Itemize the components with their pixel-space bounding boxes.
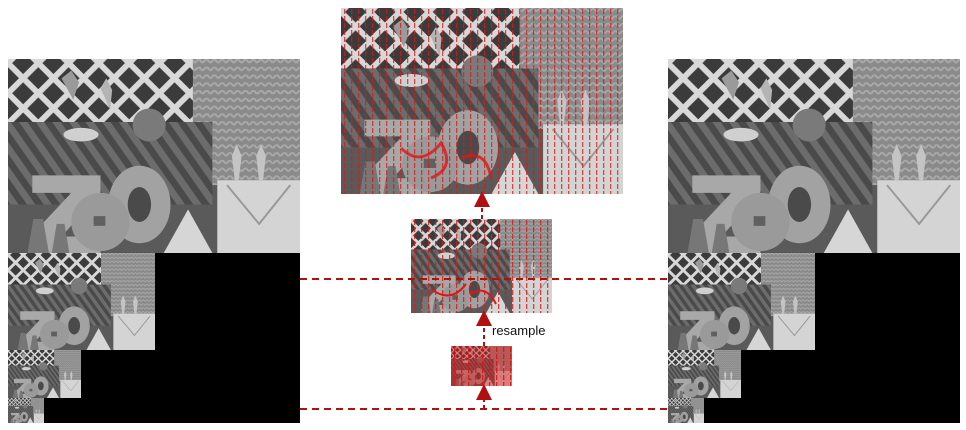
flow-level-small — [451, 346, 512, 386]
left-image-pyramid — [8, 59, 300, 423]
flow-level-large — [341, 8, 623, 194]
right-pyramid-graphic — [668, 59, 960, 423]
flow-level-medium — [411, 219, 552, 313]
resample-label: resample — [492, 323, 546, 338]
left-pyramid-graphic — [8, 59, 300, 423]
right-image-pyramid — [668, 59, 960, 423]
